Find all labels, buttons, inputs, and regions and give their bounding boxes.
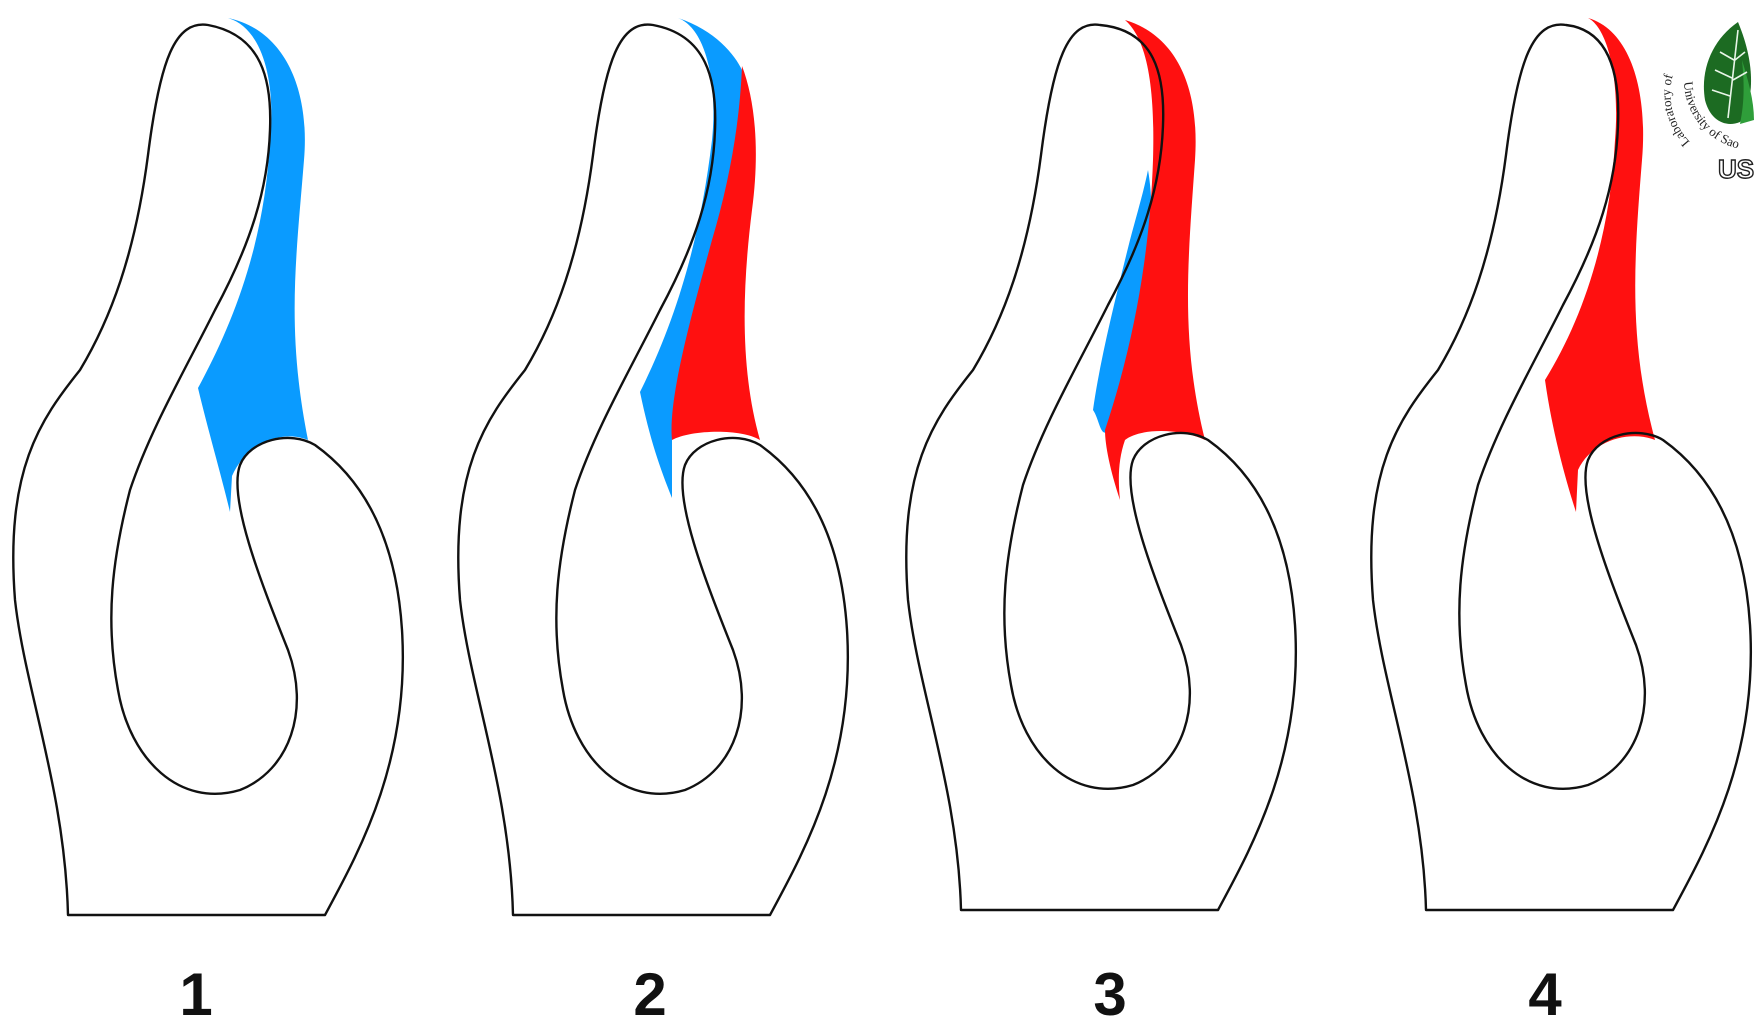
stage-2-label: 2: [633, 961, 666, 1021]
organ-outline: [458, 25, 848, 915]
stage-4-label: 4: [1528, 961, 1562, 1021]
stage-1-diagram: 1: [13, 18, 403, 1021]
stage-1-label: 1: [179, 961, 212, 1021]
stage-4-diagram: 4: [1371, 18, 1751, 1021]
stage-3-label: 3: [1093, 961, 1126, 1021]
stage-2-diagram: 2: [458, 18, 848, 1021]
organ-outline: [13, 25, 403, 915]
lab-logo: Laboratory of University of Sao US: [1658, 22, 1754, 184]
red-region: [1105, 20, 1205, 500]
stage-3-diagram: 3: [906, 20, 1296, 1021]
organ-outline: [906, 25, 1296, 910]
organ-outline: [1371, 25, 1751, 910]
logo-monogram: US: [1718, 154, 1754, 184]
leaf-icon: [1704, 22, 1754, 124]
red-region: [1545, 18, 1655, 512]
